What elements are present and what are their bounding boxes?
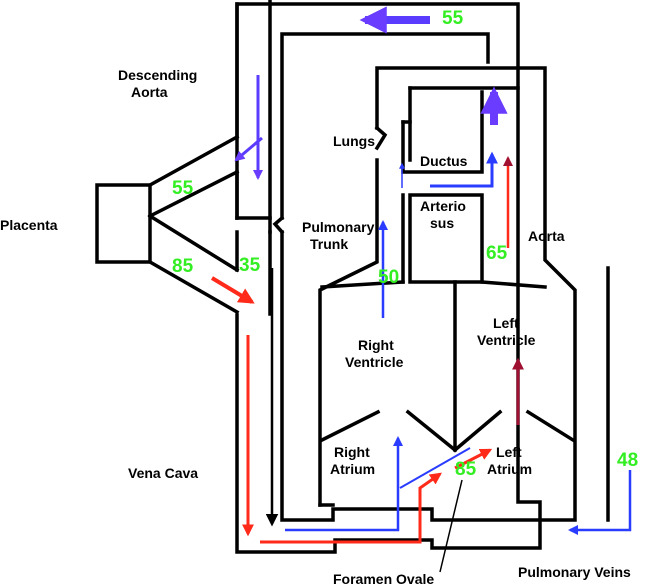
label-aorta: Aorta [528,228,565,244]
label-right-atrium-2: Atrium [330,461,375,477]
label-lungs: Lungs [333,133,375,149]
label-descending-aorta-2: Aorta [131,84,168,100]
vena-cava-to-atrium-arrow [260,472,442,544]
foramen-red-arrow [454,448,493,470]
label-pulmonary-trunk-1: Pulmonary [302,219,375,235]
value-vena-cava-upper: 35 [239,255,261,276]
label-vena-cava: Vena Cava [128,465,198,481]
label-right-ventricle-2: Ventricle [345,354,404,370]
value-placenta-supply: 85 [172,256,194,277]
right-atrium-blue-arrow [285,436,403,532]
vessel-walls [95,0,610,573]
label-left-ventricle-2: Ventricle [477,332,536,348]
label-arteriosus-1: Arterio [420,198,466,214]
label-ductus: Ductus [420,153,468,169]
label-pulmonary-veins: Pulmonary Veins [518,564,631,580]
value-pulmonary-trunk: 50 [378,267,399,288]
to-placenta-arrow [234,136,263,162]
label-left-ventricle-1: Left [493,315,519,331]
label-left-atrium-2: Atrium [487,461,532,477]
foramen-blue-line [399,447,471,489]
label-descending-aorta-1: Descending [118,67,197,83]
from-placenta-arrow [210,276,255,304]
saturation-values: 55 55 85 35 50 65 85 48 [172,8,638,480]
ductus-arrow [430,151,498,188]
label-right-atrium-1: Right [334,444,370,460]
value-top-aorta: 55 [442,8,464,29]
structure-labels: Descending Aorta Lungs Ductus Arterio su… [0,67,631,587]
label-foramen-ovale: Foramen Ovale [333,571,434,587]
value-aorta: 65 [486,243,508,264]
pulmonary-veins-arrow [568,470,632,535]
value-left-atrium: 85 [455,459,477,480]
label-arteriosus-2: sus [430,215,454,231]
value-pulmonary-veins: 48 [617,450,638,471]
label-pulmonary-trunk-2: Trunk [310,236,348,252]
label-right-ventricle-1: Right [358,337,394,353]
label-left-atrium-1: Left [496,444,522,460]
flow-arrows [210,6,632,544]
label-placenta: Placenta [0,217,58,233]
value-placenta-return: 55 [172,178,194,199]
